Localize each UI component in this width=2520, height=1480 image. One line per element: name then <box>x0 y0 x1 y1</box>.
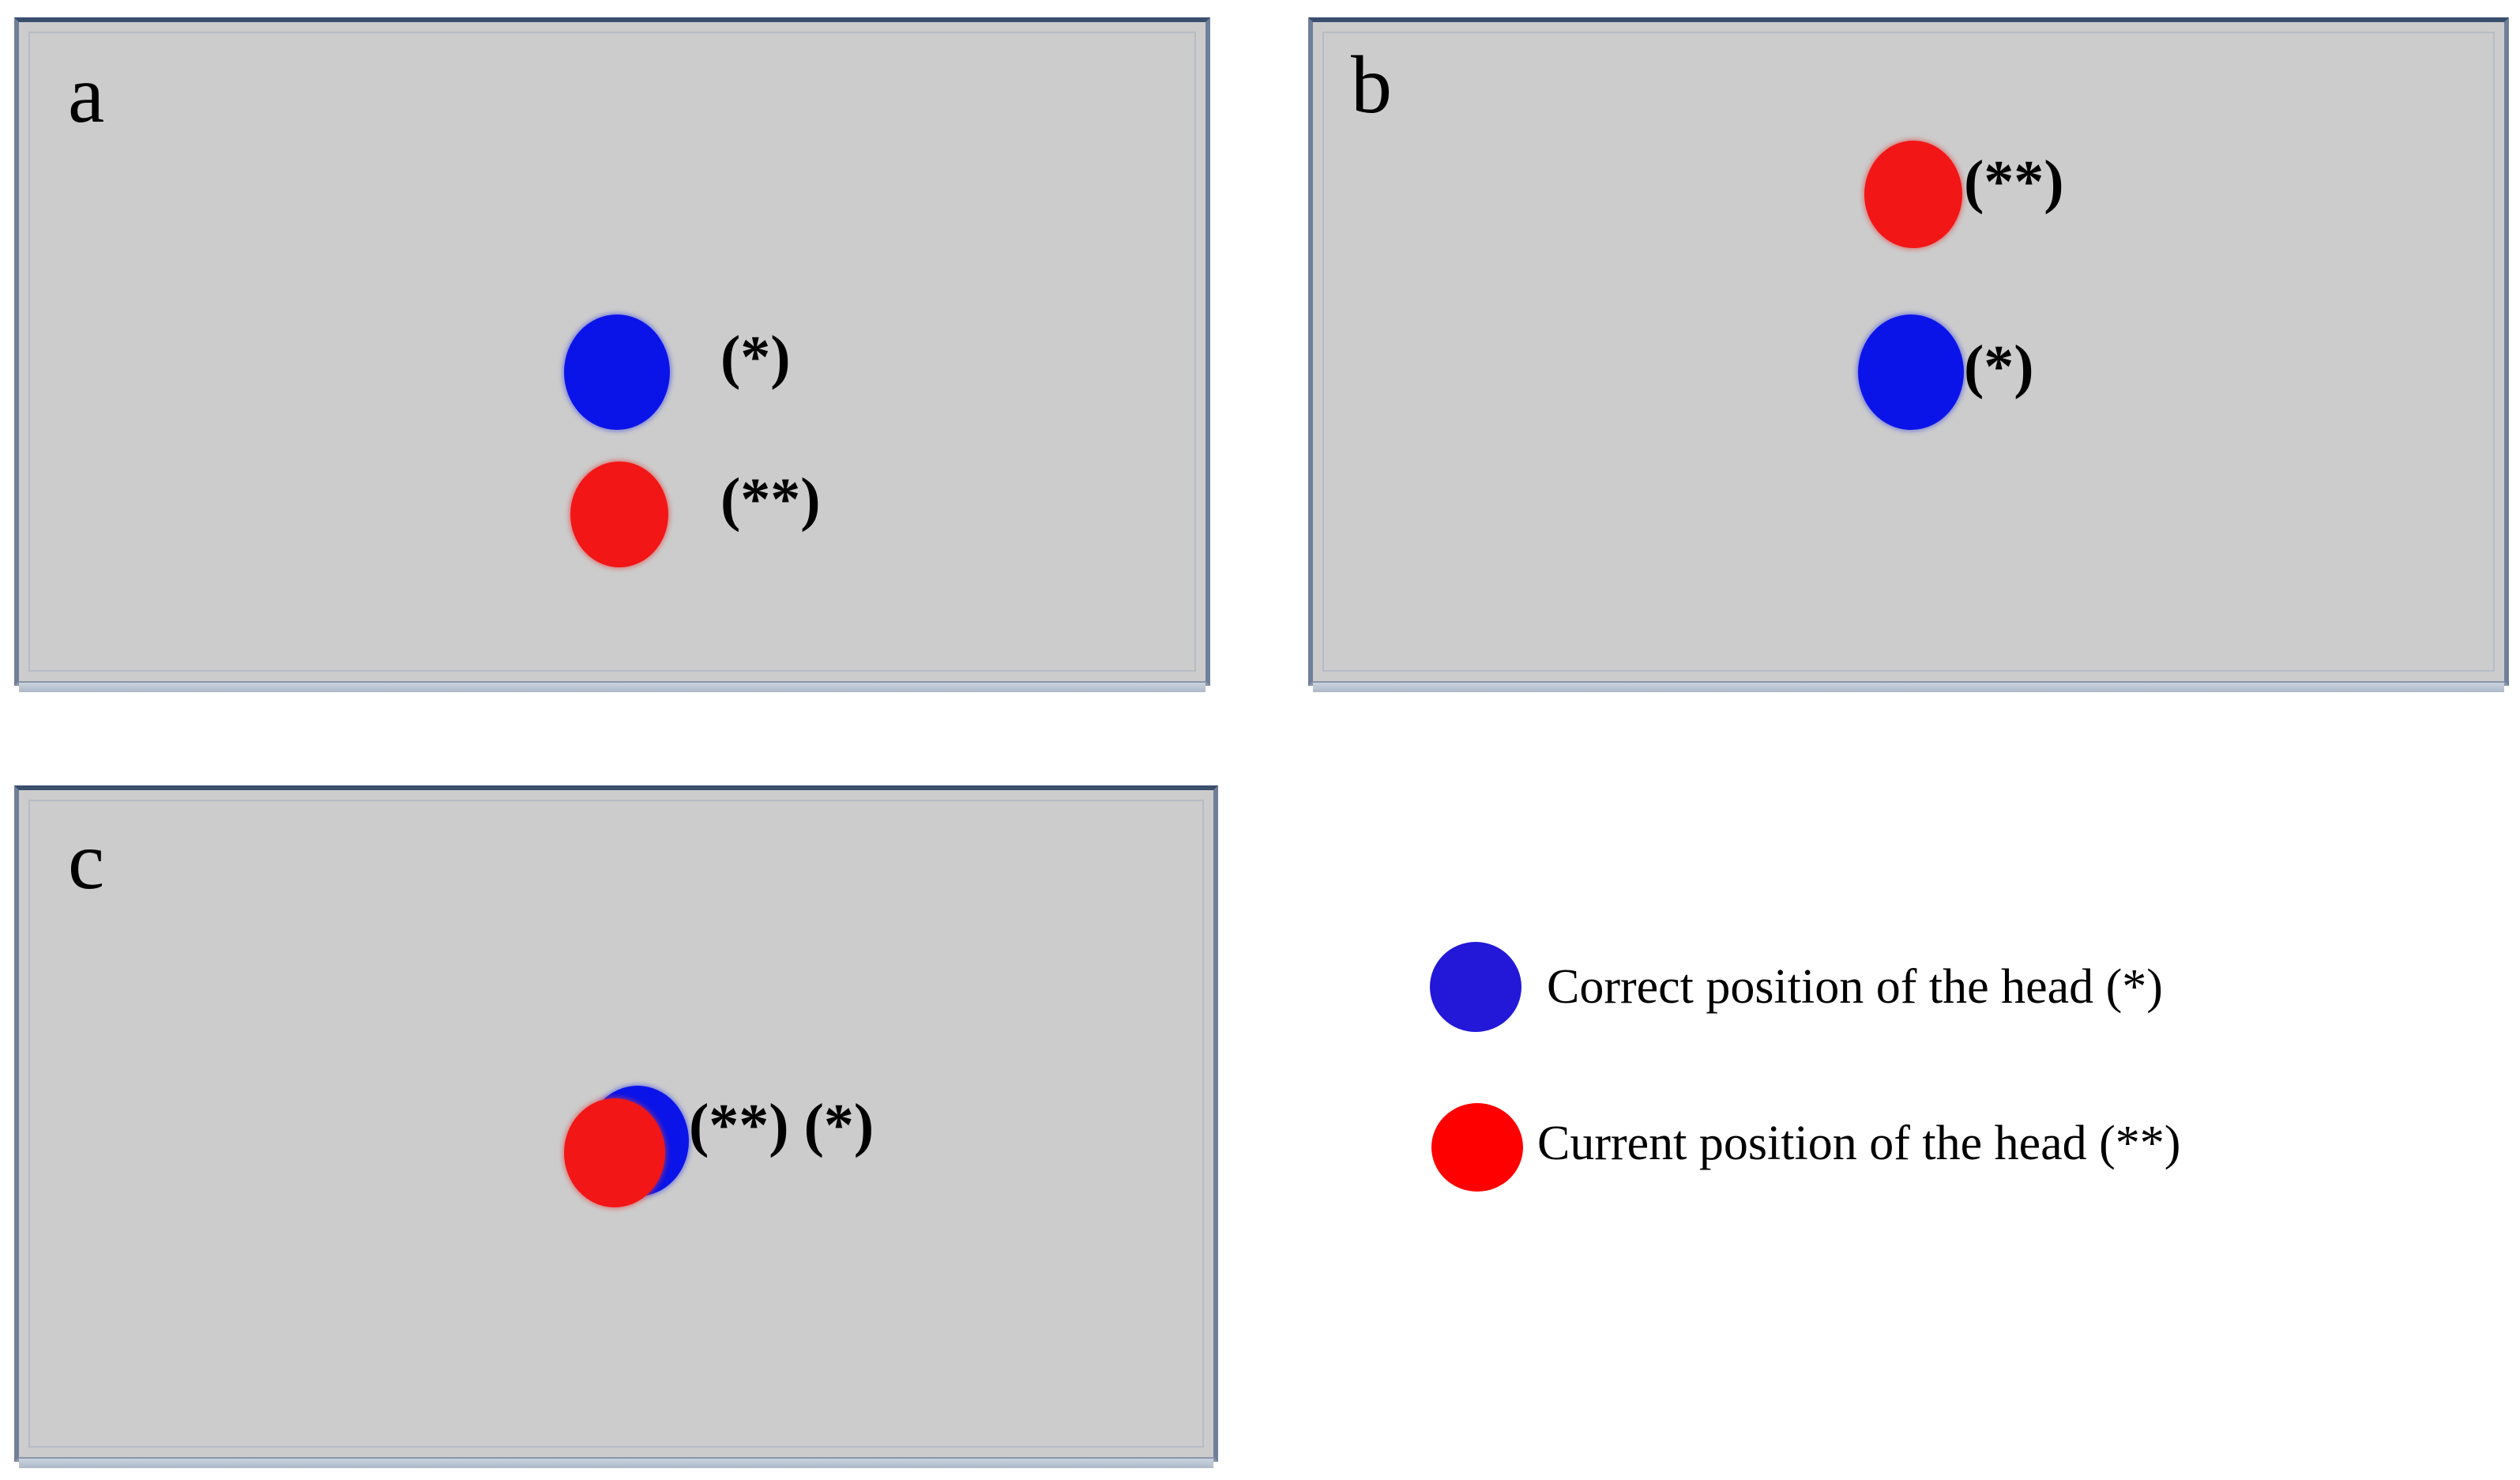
legend-current-label: Current position of the head (**) <box>1537 1117 2181 1170</box>
current-head-marker: (**) <box>720 466 821 533</box>
correct-head-dot <box>1858 314 1964 430</box>
legend-correct-dot <box>1430 942 1521 1032</box>
taskbar <box>19 1459 1213 1468</box>
legend-correct-label: Correct position of the head (*) <box>1547 960 2163 1014</box>
correct-head-marker: (*) <box>1964 333 2034 400</box>
screen-area <box>28 800 1204 1448</box>
current-head-marker: (**) <box>1964 149 2064 215</box>
panel-label-a: a <box>68 49 105 140</box>
panel-a: a (*) (**) <box>14 17 1210 692</box>
current-head-dot <box>1864 141 1962 248</box>
taskbar <box>1313 683 2504 692</box>
panel-b: b (**) (*) <box>1308 17 2509 692</box>
current-head-dot <box>564 1098 665 1207</box>
overlap-marker: (**) (*) <box>689 1092 874 1158</box>
current-head-dot <box>570 461 668 567</box>
correct-head-marker: (*) <box>720 324 791 390</box>
screen-area <box>28 32 1196 672</box>
panel-label-b: b <box>1351 40 1392 130</box>
screen-area <box>1322 32 2495 672</box>
legend-current-dot <box>1431 1103 1523 1192</box>
correct-head-dot <box>564 314 670 430</box>
panel-label-c: c <box>68 815 105 906</box>
taskbar <box>19 683 1205 692</box>
panel-c: c (**) (*) <box>14 785 1218 1468</box>
